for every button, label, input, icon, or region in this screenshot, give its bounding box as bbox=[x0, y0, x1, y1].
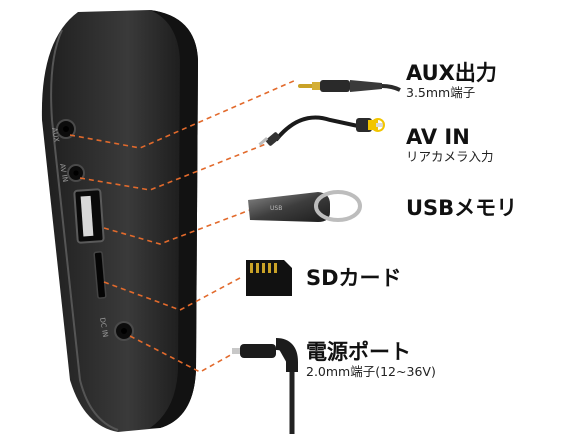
port-label-power: 電源ポート 2.0mm端子(12~36V) bbox=[306, 340, 436, 380]
port-title-aux: AUX出力 bbox=[406, 61, 497, 85]
usb-stick-icon: USB bbox=[248, 190, 362, 222]
aux-side-label: AUX bbox=[50, 127, 60, 143]
sd-slot bbox=[93, 251, 107, 299]
port-subtitle-power: 2.0mm端子(12~36V) bbox=[306, 364, 436, 379]
port-subtitle-aux: 3.5mm端子 bbox=[406, 85, 476, 100]
dc-in-side-label: DC IN bbox=[98, 317, 109, 338]
leader-line-usb bbox=[103, 209, 251, 245]
port-title-av-in: AV IN bbox=[406, 125, 470, 149]
sd-card-icon bbox=[246, 260, 292, 296]
port-label-usb: USBメモリ bbox=[406, 196, 517, 220]
port-subtitle-av-in: リアカメラ入力 bbox=[406, 149, 494, 164]
leader-lines bbox=[69, 79, 297, 373]
port-label-aux: AUX出力 3.5mm端子 bbox=[406, 61, 497, 101]
device-side-panel: AUX AV IN DC IN bbox=[41, 10, 199, 432]
leader-line-sd bbox=[103, 277, 241, 311]
leader-line-aux bbox=[69, 79, 297, 149]
svg-text:USB: USB bbox=[270, 205, 282, 212]
av-cable-icon bbox=[258, 115, 385, 146]
port-title-power: 電源ポート bbox=[306, 340, 411, 364]
aux-plug-icon bbox=[298, 80, 401, 92]
av-in-side-label: AV IN bbox=[58, 163, 69, 183]
port-title-sd: SDカード bbox=[306, 266, 402, 290]
port-title-usb: USBメモリ bbox=[406, 196, 518, 220]
port-label-sd: SDカード bbox=[306, 266, 402, 290]
power-plug-icon bbox=[232, 338, 298, 434]
port-label-av-in: AV IN リアカメラ入力 bbox=[406, 125, 494, 165]
